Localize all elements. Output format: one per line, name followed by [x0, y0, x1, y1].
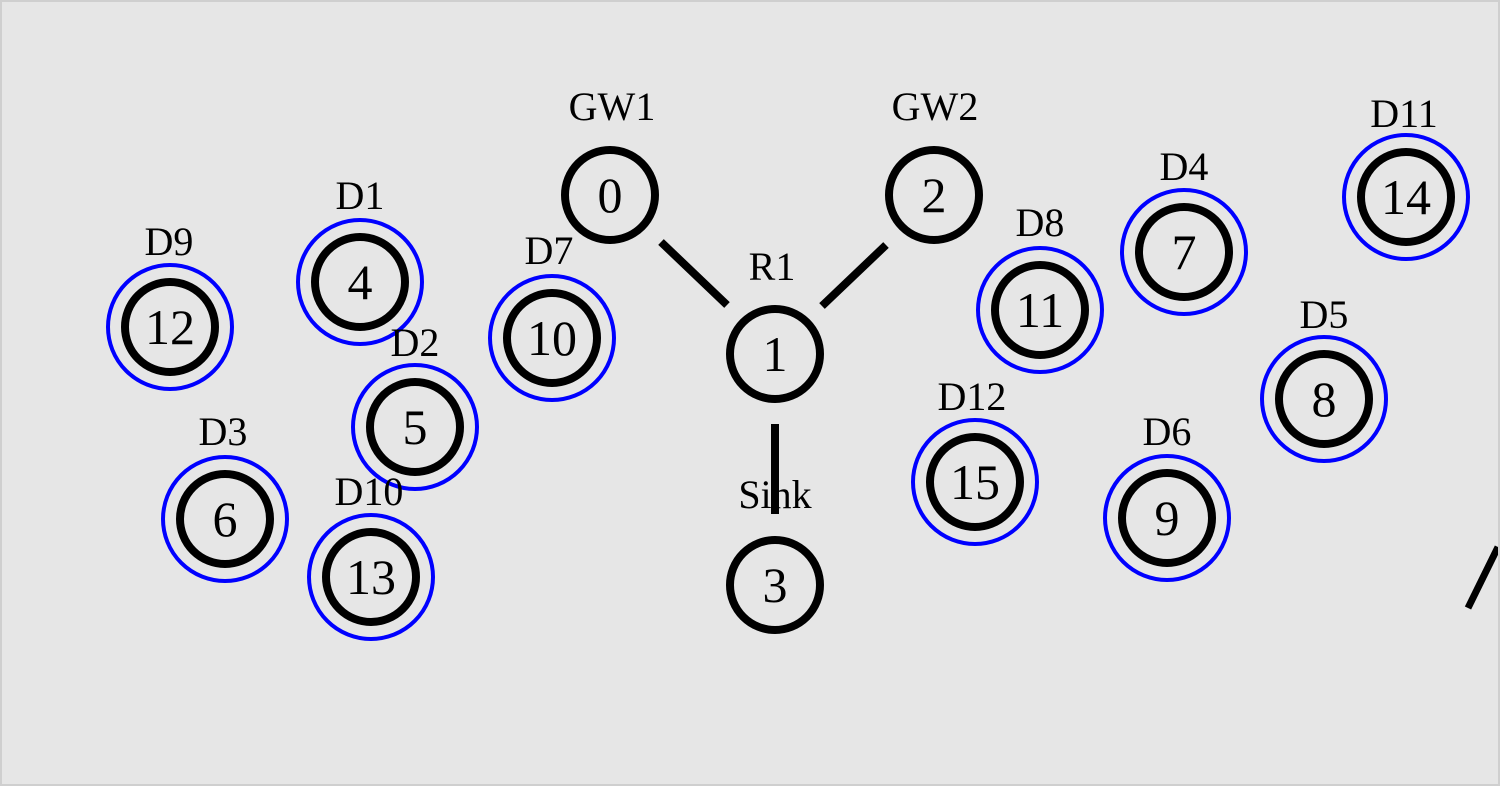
node-8-label: D5 — [1300, 292, 1349, 337]
node-2-label: GW2 — [892, 84, 979, 129]
node-7-circle — [1135, 203, 1233, 301]
node-1-label: R1 — [749, 244, 796, 289]
node-15-number: 15 — [950, 454, 1000, 510]
node-9[interactable]: 9 D6 — [1103, 409, 1231, 582]
node-2-circle — [885, 146, 983, 244]
node-5-label: D2 — [391, 320, 440, 365]
node-11-circle — [991, 261, 1089, 359]
node-4-circle — [311, 233, 409, 331]
link-0-1 — [658, 239, 730, 308]
node-14-range-ring — [1342, 133, 1470, 261]
node-9-label: D6 — [1143, 409, 1192, 454]
node-8-circle — [1275, 350, 1373, 448]
node-2[interactable]: 2 GW2 — [885, 84, 983, 244]
node-7-range-ring — [1120, 188, 1248, 316]
node-6-number: 6 — [213, 491, 238, 547]
node-8-number: 8 — [1312, 371, 1337, 427]
node-5-circle — [366, 378, 464, 476]
node-0-circle — [561, 146, 659, 244]
node-7[interactable]: 7 D4 — [1120, 144, 1248, 316]
node-5-range-ring — [351, 363, 479, 491]
node-14[interactable]: 14 D11 — [1342, 91, 1470, 261]
node-13[interactable]: 13 D10 — [307, 469, 435, 641]
node-5[interactable]: 5 D2 — [351, 320, 479, 491]
node-0[interactable]: 0 GW1 — [561, 84, 659, 244]
node-12-number: 12 — [145, 299, 195, 355]
node-10[interactable]: 10 D7 — [488, 228, 616, 402]
node-4[interactable]: 4 D1 — [296, 173, 424, 346]
node-6-circle — [176, 470, 274, 568]
node-11[interactable]: 11 D8 — [976, 200, 1104, 374]
node-9-number: 9 — [1155, 490, 1180, 546]
node-0-label: GW1 — [569, 84, 656, 129]
node-13-label: D10 — [335, 469, 404, 514]
node-3-label: Sink — [738, 472, 811, 517]
node-1-circle — [726, 305, 824, 403]
node-12-range-ring — [106, 263, 234, 391]
node-10-number: 10 — [527, 310, 577, 366]
node-14-label: D11 — [1370, 91, 1437, 136]
node-4-label: D1 — [336, 173, 385, 218]
node-15[interactable]: 15 D12 — [911, 374, 1039, 546]
node-9-circle — [1118, 469, 1216, 567]
node-11-range-ring — [976, 246, 1104, 374]
node-0-number: 0 — [598, 167, 623, 223]
node-8-range-ring — [1260, 335, 1388, 463]
node-3[interactable]: 3 Sink — [726, 472, 824, 634]
node-1[interactable]: 1 R1 — [726, 244, 824, 403]
node-6[interactable]: 6 D3 — [161, 409, 289, 583]
node-10-circle — [503, 289, 601, 387]
edge-partial-link — [1464, 545, 1498, 610]
node-1-number: 1 — [763, 326, 788, 382]
node-12-label: D9 — [145, 219, 194, 264]
link-2-1 — [819, 242, 889, 309]
node-5-number: 5 — [403, 399, 428, 455]
node-8[interactable]: 8 D5 — [1260, 292, 1388, 463]
node-11-label: D8 — [1016, 200, 1065, 245]
nodes-layer: 0 GW1 1 R1 2 GW2 3 Sink 4 D1 5 D2 6 D3 7 D4 8 D5 9 D6 10 D7 11… — [106, 84, 1470, 641]
node-7-number: 7 — [1172, 224, 1197, 280]
node-6-label: D3 — [199, 409, 248, 454]
node-12[interactable]: 12 D9 — [106, 219, 234, 391]
node-13-circle — [322, 528, 420, 626]
node-6-range-ring — [161, 455, 289, 583]
node-3-number: 3 — [763, 557, 788, 613]
node-7-label: D4 — [1160, 144, 1209, 189]
node-9-range-ring — [1103, 454, 1231, 582]
node-14-circle — [1357, 148, 1455, 246]
node-14-number: 14 — [1381, 169, 1431, 225]
node-15-label: D12 — [938, 374, 1007, 419]
node-3-circle — [726, 536, 824, 634]
links-layer — [658, 239, 889, 514]
node-15-circle — [926, 433, 1024, 531]
node-12-circle — [121, 278, 219, 376]
node-4-number: 4 — [348, 254, 373, 310]
node-10-label: D7 — [525, 228, 574, 273]
node-15-range-ring — [911, 418, 1039, 546]
node-11-number: 11 — [1016, 282, 1064, 338]
node-13-number: 13 — [346, 549, 396, 605]
node-2-number: 2 — [922, 167, 947, 223]
node-13-range-ring — [307, 513, 435, 641]
node-10-range-ring — [488, 274, 616, 402]
node-4-range-ring — [296, 218, 424, 346]
